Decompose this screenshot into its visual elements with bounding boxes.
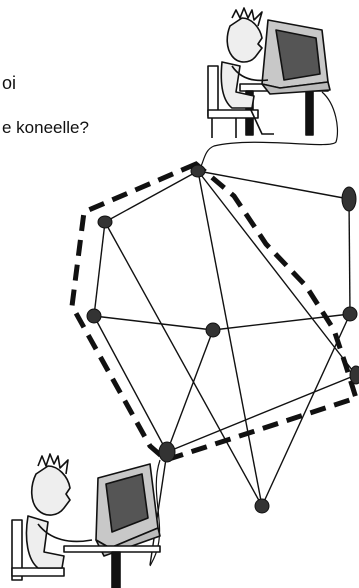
node: [343, 307, 357, 321]
edge: [94, 316, 213, 330]
user-at-computer-icon: [12, 454, 160, 588]
node: [350, 366, 359, 384]
edge: [167, 330, 213, 452]
edge: [94, 316, 167, 452]
node: [255, 499, 269, 513]
top-cable: [200, 92, 337, 168]
edge: [198, 171, 356, 375]
node: [191, 165, 205, 177]
edge: [349, 199, 350, 314]
node: [342, 187, 356, 211]
network-nodes: [87, 165, 359, 513]
node: [98, 216, 112, 228]
dashed-route: [72, 164, 356, 460]
edge: [94, 222, 105, 316]
node: [159, 442, 175, 462]
node: [87, 309, 101, 323]
user-at-computer-icon: [208, 8, 330, 138]
edge: [105, 222, 262, 506]
node: [206, 323, 220, 337]
